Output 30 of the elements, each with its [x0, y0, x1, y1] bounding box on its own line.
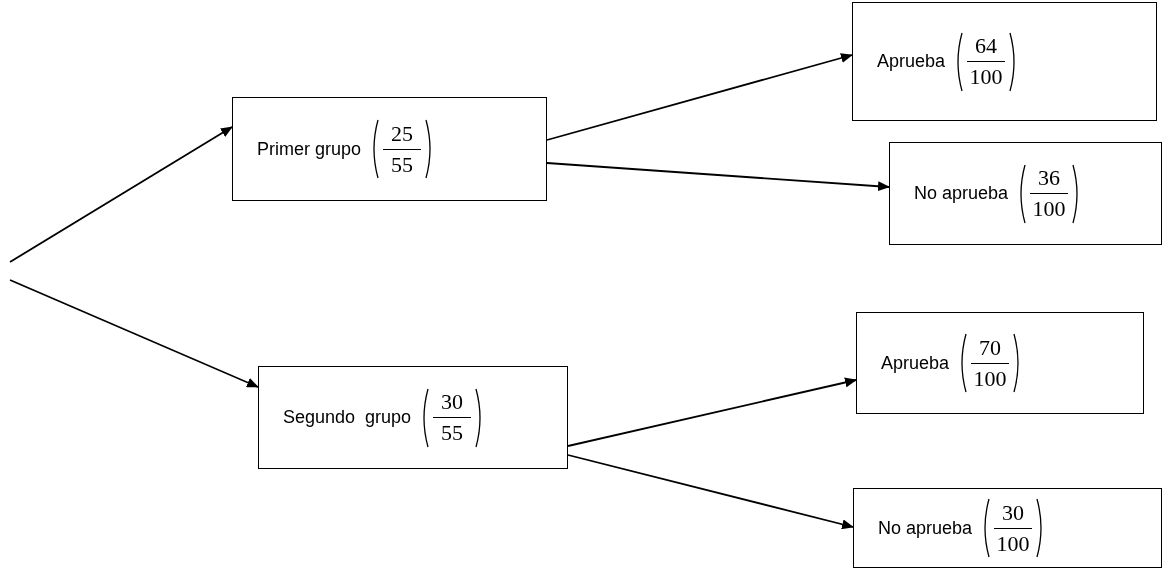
outcome-box — [852, 2, 1157, 121]
arrow — [546, 53, 853, 141]
denominator: 100 — [996, 530, 1030, 557]
outcome-box — [889, 142, 1162, 245]
denominator: 100 — [1032, 196, 1066, 222]
node-label: Aprueba — [877, 50, 946, 73]
numerator: 64 — [975, 33, 998, 59]
outcome-box — [258, 366, 568, 469]
node-label: Segundo grupo — [283, 406, 412, 429]
node-label: Aprueba — [881, 351, 950, 375]
numerator: 70 — [979, 334, 1002, 361]
denominator: 55 — [391, 151, 414, 178]
node-label: Primer grupo — [257, 137, 362, 161]
denominator: 100 — [973, 365, 1007, 392]
arrow — [567, 377, 857, 447]
arrow — [567, 454, 854, 530]
outcome-box — [856, 312, 1144, 414]
denominator: 100 — [969, 64, 1003, 90]
arrow — [9, 126, 233, 263]
denominator: 55 — [441, 420, 464, 446]
arrow — [546, 162, 890, 192]
numerator: 36 — [1038, 165, 1061, 191]
node-label: No aprueba — [914, 182, 1009, 205]
numerator: 30 — [1002, 499, 1025, 526]
node-label: No aprueba — [878, 516, 973, 540]
arrow — [9, 279, 259, 388]
numerator: 25 — [391, 120, 414, 147]
outcome-box — [853, 488, 1162, 568]
numerator: 30 — [441, 389, 464, 415]
outcome-box — [232, 97, 547, 201]
